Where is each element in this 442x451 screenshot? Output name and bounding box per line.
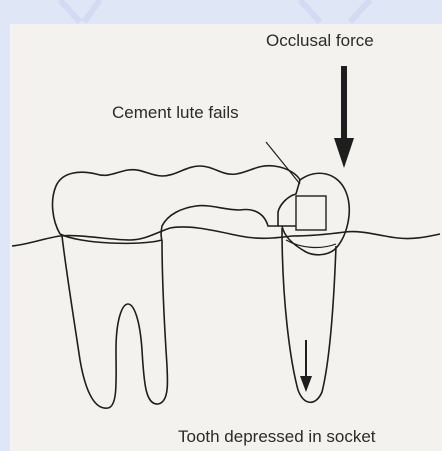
label-tooth-depressed: Tooth depressed in socket — [178, 427, 376, 446]
retainer-inlay — [296, 196, 326, 230]
premolar-cervical-line — [286, 240, 336, 247]
bridge-framework — [53, 166, 300, 244]
label-occlusal-force: Occlusal force — [266, 31, 374, 50]
gum-line — [12, 227, 440, 246]
cement-pointer-line — [266, 142, 300, 184]
watermark-band — [0, 0, 442, 24]
depression-arrow — [300, 340, 312, 392]
occlusal-force-arrow — [334, 66, 354, 168]
molar-tooth — [62, 236, 168, 408]
label-cement-lute-fails: Cement lute fails — [112, 103, 239, 122]
